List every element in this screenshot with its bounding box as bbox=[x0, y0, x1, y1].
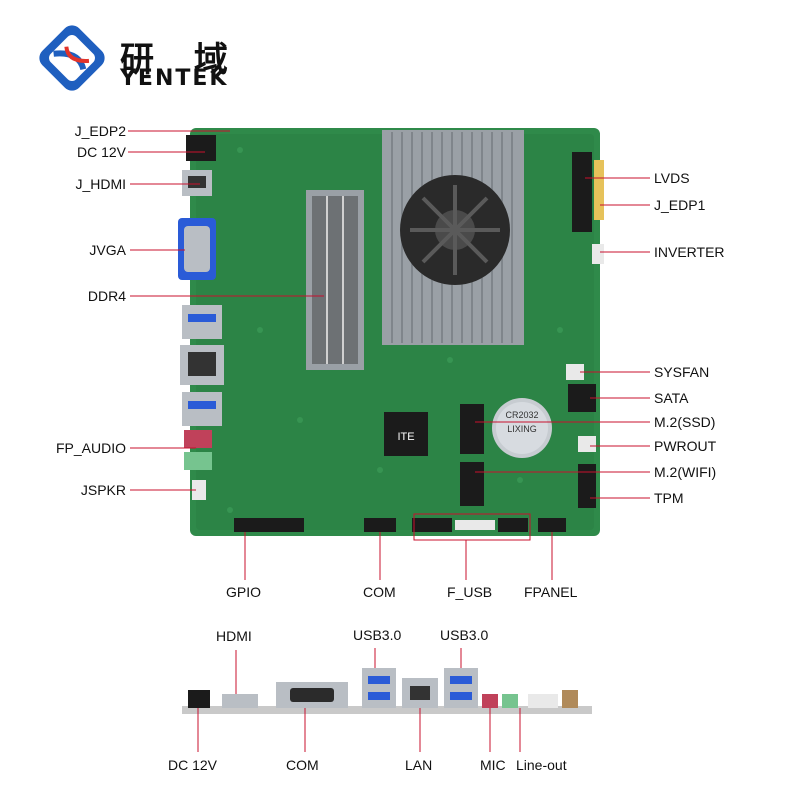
label-pwrout: PWROUT bbox=[654, 438, 717, 454]
label-jspkr: JSPKR bbox=[80, 482, 126, 498]
io-label-line-out: Line-out bbox=[516, 757, 567, 773]
io-hdmi bbox=[222, 694, 258, 708]
edp1-connector bbox=[594, 160, 604, 220]
fpanel-header bbox=[538, 518, 566, 532]
label-j-hdmi: J_HDMI bbox=[75, 176, 126, 192]
line-out-jack bbox=[184, 452, 212, 470]
io-line-out bbox=[502, 694, 518, 708]
ite-chip bbox=[384, 412, 428, 456]
battery-brand: LIXING bbox=[507, 424, 537, 434]
label-sata: SATA bbox=[654, 390, 689, 406]
label-f-usb: F_USB bbox=[447, 584, 493, 600]
label-j-edp2: J_EDP2 bbox=[74, 123, 126, 139]
label-com: COM bbox=[363, 584, 396, 600]
label-fp-audio: FP_AUDIO bbox=[55, 440, 126, 456]
io-usb-1 bbox=[362, 668, 396, 708]
fusb-header bbox=[412, 518, 452, 532]
pwrout-connector bbox=[578, 436, 596, 452]
label-m2-ssd: M.2(SSD) bbox=[654, 414, 716, 430]
sysfan-connector bbox=[566, 364, 584, 380]
label-gpio: GPIO bbox=[226, 584, 262, 600]
label-lvds: LVDS bbox=[654, 170, 690, 186]
label-dc-12v: DC 12V bbox=[76, 144, 126, 160]
label-m2-wifi: M.2(WIFI) bbox=[654, 464, 717, 480]
tpm-header bbox=[578, 464, 596, 508]
m2-ssd-slot bbox=[460, 404, 484, 454]
m2-wifi-slot bbox=[460, 462, 484, 506]
label-j-edp1: J_EDP1 bbox=[654, 197, 706, 213]
io-label-hdmi: HDMI bbox=[216, 628, 252, 644]
lvds-connector bbox=[572, 152, 592, 232]
label-ddr4: DDR4 bbox=[87, 288, 126, 304]
ite-chip-label: ITE bbox=[397, 431, 414, 443]
label-inverter: INVERTER bbox=[654, 244, 725, 260]
io-label-usb30-1: USB3.0 bbox=[353, 627, 402, 643]
io-mic bbox=[482, 694, 498, 708]
io-label-mic: MIC bbox=[480, 757, 506, 773]
dc-jack bbox=[186, 135, 216, 161]
yentek-logo-icon bbox=[39, 25, 105, 91]
jspkr-connector bbox=[192, 480, 206, 500]
io-label-com: COM bbox=[286, 757, 319, 773]
com-header bbox=[364, 518, 396, 532]
io-label-usb30-2: USB3.0 bbox=[440, 627, 489, 643]
brand-name-cn: 研 域 bbox=[120, 40, 242, 80]
mic-jack bbox=[184, 430, 212, 448]
io-label-lan: LAN bbox=[405, 757, 433, 773]
io-label-dc-12v: DC 12V bbox=[168, 757, 218, 773]
io-usb-2 bbox=[444, 668, 478, 708]
brand-name-en: YENTEK bbox=[120, 66, 229, 91]
label-fpanel: FPANEL bbox=[524, 584, 578, 600]
label-tpm: TPM bbox=[654, 490, 684, 506]
label-sysfan: SYSFAN bbox=[654, 364, 710, 380]
gpio-header bbox=[234, 518, 304, 532]
inverter-connector bbox=[592, 244, 604, 264]
battery-model: CR2032 bbox=[505, 410, 538, 420]
io-panel bbox=[182, 706, 592, 714]
ddr4-slot bbox=[306, 190, 364, 370]
label-jvga: JVGA bbox=[89, 242, 126, 258]
